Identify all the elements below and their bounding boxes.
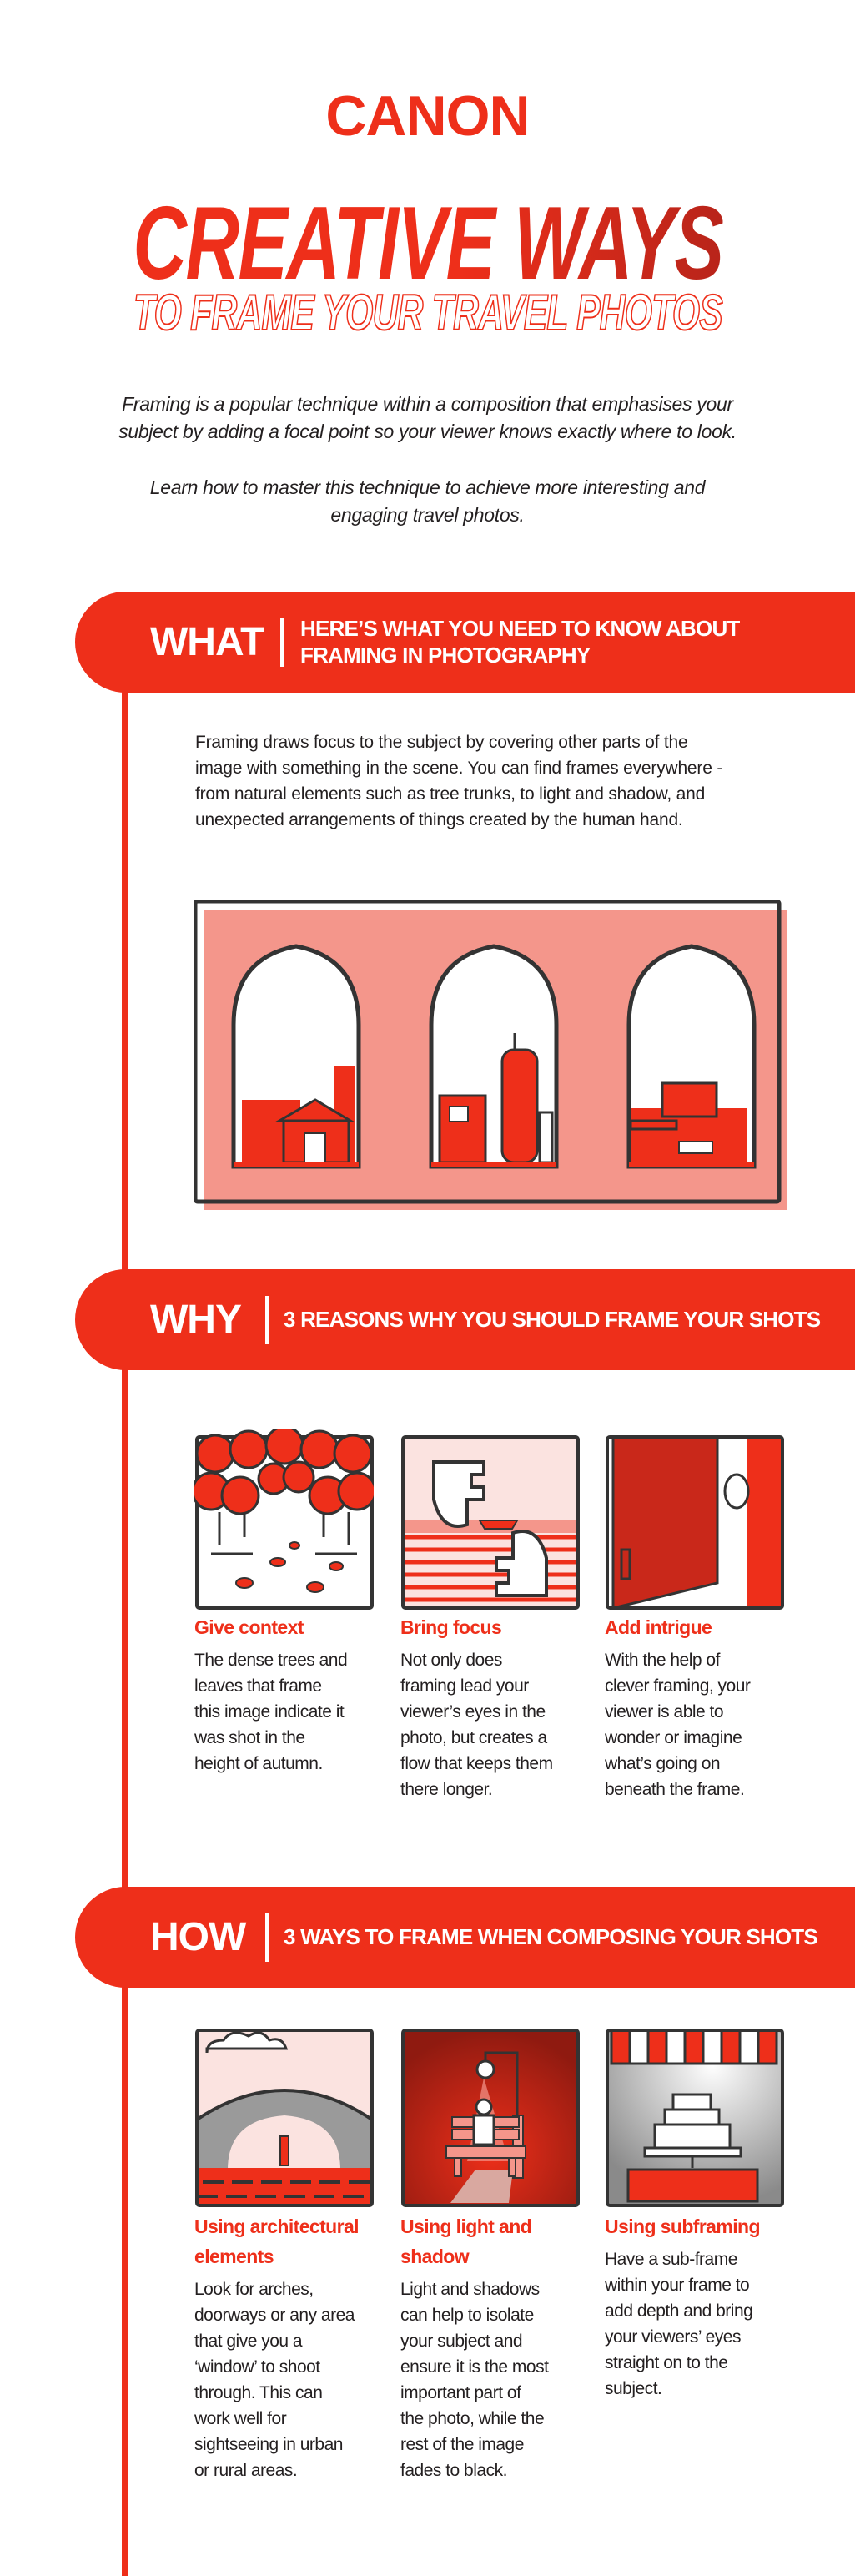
section-heading: 3 WAYS TO FRAME WHEN COMPOSING YOUR SHOT…	[284, 1924, 818, 1949]
how-card-light: Using light and shadow Light and shadows…	[400, 2028, 597, 2483]
bridge-arch-illustration	[195, 2029, 374, 2207]
timeline-line	[122, 684, 128, 2576]
open-door-illustration	[606, 1435, 784, 1610]
card-body: Light and shadows can help to isolate yo…	[400, 2280, 549, 2480]
section-banner-how: HOW 3 WAYS TO FRAME WHEN COMPOSING YOUR …	[75, 1887, 855, 1988]
how-card-subframing: Using subframing Have a sub-frame within…	[605, 2028, 802, 2402]
autumn-trees-illustration	[194, 1429, 374, 1610]
section-banner-what: WHAT HERE’S WHAT YOU NEED TO KNOW ABOUT …	[75, 592, 855, 693]
section-heading: HERE’S WHAT YOU NEED TO KNOW ABOUT FRAMI…	[300, 616, 740, 668]
intro-cta-paragraph: Learn how to master this technique to ac…	[149, 476, 706, 526]
section-heading: 3 REASONS WHY YOU SHOULD FRAME YOUR SHOT…	[284, 1307, 821, 1332]
arch-windows	[231, 944, 757, 1169]
hand-frame-illustration	[401, 1435, 580, 1610]
section-label: WHY	[150, 1298, 242, 1342]
card-title: Add intrigue	[605, 1616, 712, 1638]
section-label: WHAT	[150, 620, 264, 664]
card-title: Using subframing	[605, 2216, 761, 2237]
brand-logo: CANON	[325, 84, 530, 148]
why-card-intrigue: Add intrigue With the help of clever fra…	[605, 1429, 802, 1802]
intro-paragraph: Framing is a popular technique within a …	[118, 393, 737, 442]
banner-divider	[280, 618, 284, 667]
arches-illustration	[194, 900, 787, 1210]
card-title: Using light and shadow	[400, 2216, 532, 2267]
card-body: Look for arches, doorways or any area th…	[194, 2280, 355, 2480]
streetlight-bench-illustration	[401, 2029, 580, 2207]
why-card-focus: Bring focus Not only does framing lead y…	[400, 1429, 597, 1802]
banner-divider	[265, 1913, 269, 1962]
card-title: Bring focus	[400, 1616, 502, 1638]
banner-divider	[265, 1296, 269, 1344]
title-text: CREATIVE WAYS	[132, 186, 724, 301]
card-body: Not only does framing lead your viewer’s…	[400, 1651, 553, 1799]
page-subtitle: TO FRAME YOUR TRAVEL PHOTOS	[0, 284, 855, 342]
page-title: CREATIVE WAYS	[0, 185, 855, 302]
what-body: Framing draws focus to the subject by co…	[195, 733, 723, 829]
section-banner-why: WHY 3 REASONS WHY YOU SHOULD FRAME YOUR …	[75, 1269, 855, 1370]
card-title: Give context	[194, 1616, 304, 1638]
card-body: The dense trees and leaves that frame th…	[194, 1651, 348, 1773]
section-label: HOW	[150, 1915, 246, 1959]
how-card-architectural: Using architectural elements Look for ar…	[194, 2028, 391, 2483]
card-body: With the help of clever framing, your vi…	[605, 1651, 751, 1799]
card-title: Using architectural elements	[194, 2216, 360, 2267]
why-card-context: Give context The dense trees and leaves …	[194, 1429, 391, 1777]
card-body: Have a sub-frame within your frame to ad…	[605, 2250, 753, 2398]
subtitle-text: TO FRAME YOUR TRAVEL PHOTOS	[133, 284, 723, 341]
shop-window-cake-illustration	[606, 2029, 784, 2207]
